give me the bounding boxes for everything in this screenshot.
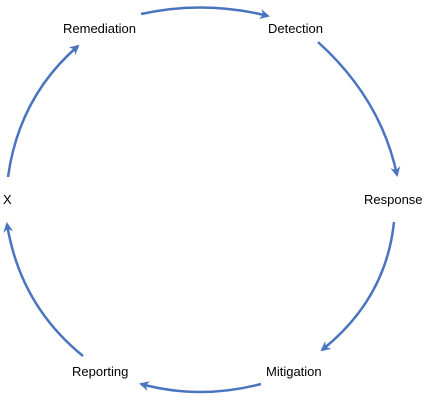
node-remediation-label: Remediation: [63, 21, 136, 36]
arrow-x-to-remediation: [6, 44, 80, 178]
node-x-label: X: [3, 192, 12, 207]
node-detection-label: Detection: [268, 21, 323, 36]
arrow-detection-to-response: [317, 41, 401, 177]
node-mitigation-label: Mitigation: [266, 364, 322, 379]
arrow-reporting-to-x: [3, 222, 84, 357]
arrow-mitigation-to-reporting: [139, 381, 262, 394]
node-response-label: Response: [364, 192, 423, 207]
arrow-remediation-to-detection: [140, 6, 270, 19]
node-reporting-label: Reporting: [72, 364, 129, 379]
arrow-response-to-mitigation: [320, 221, 396, 352]
